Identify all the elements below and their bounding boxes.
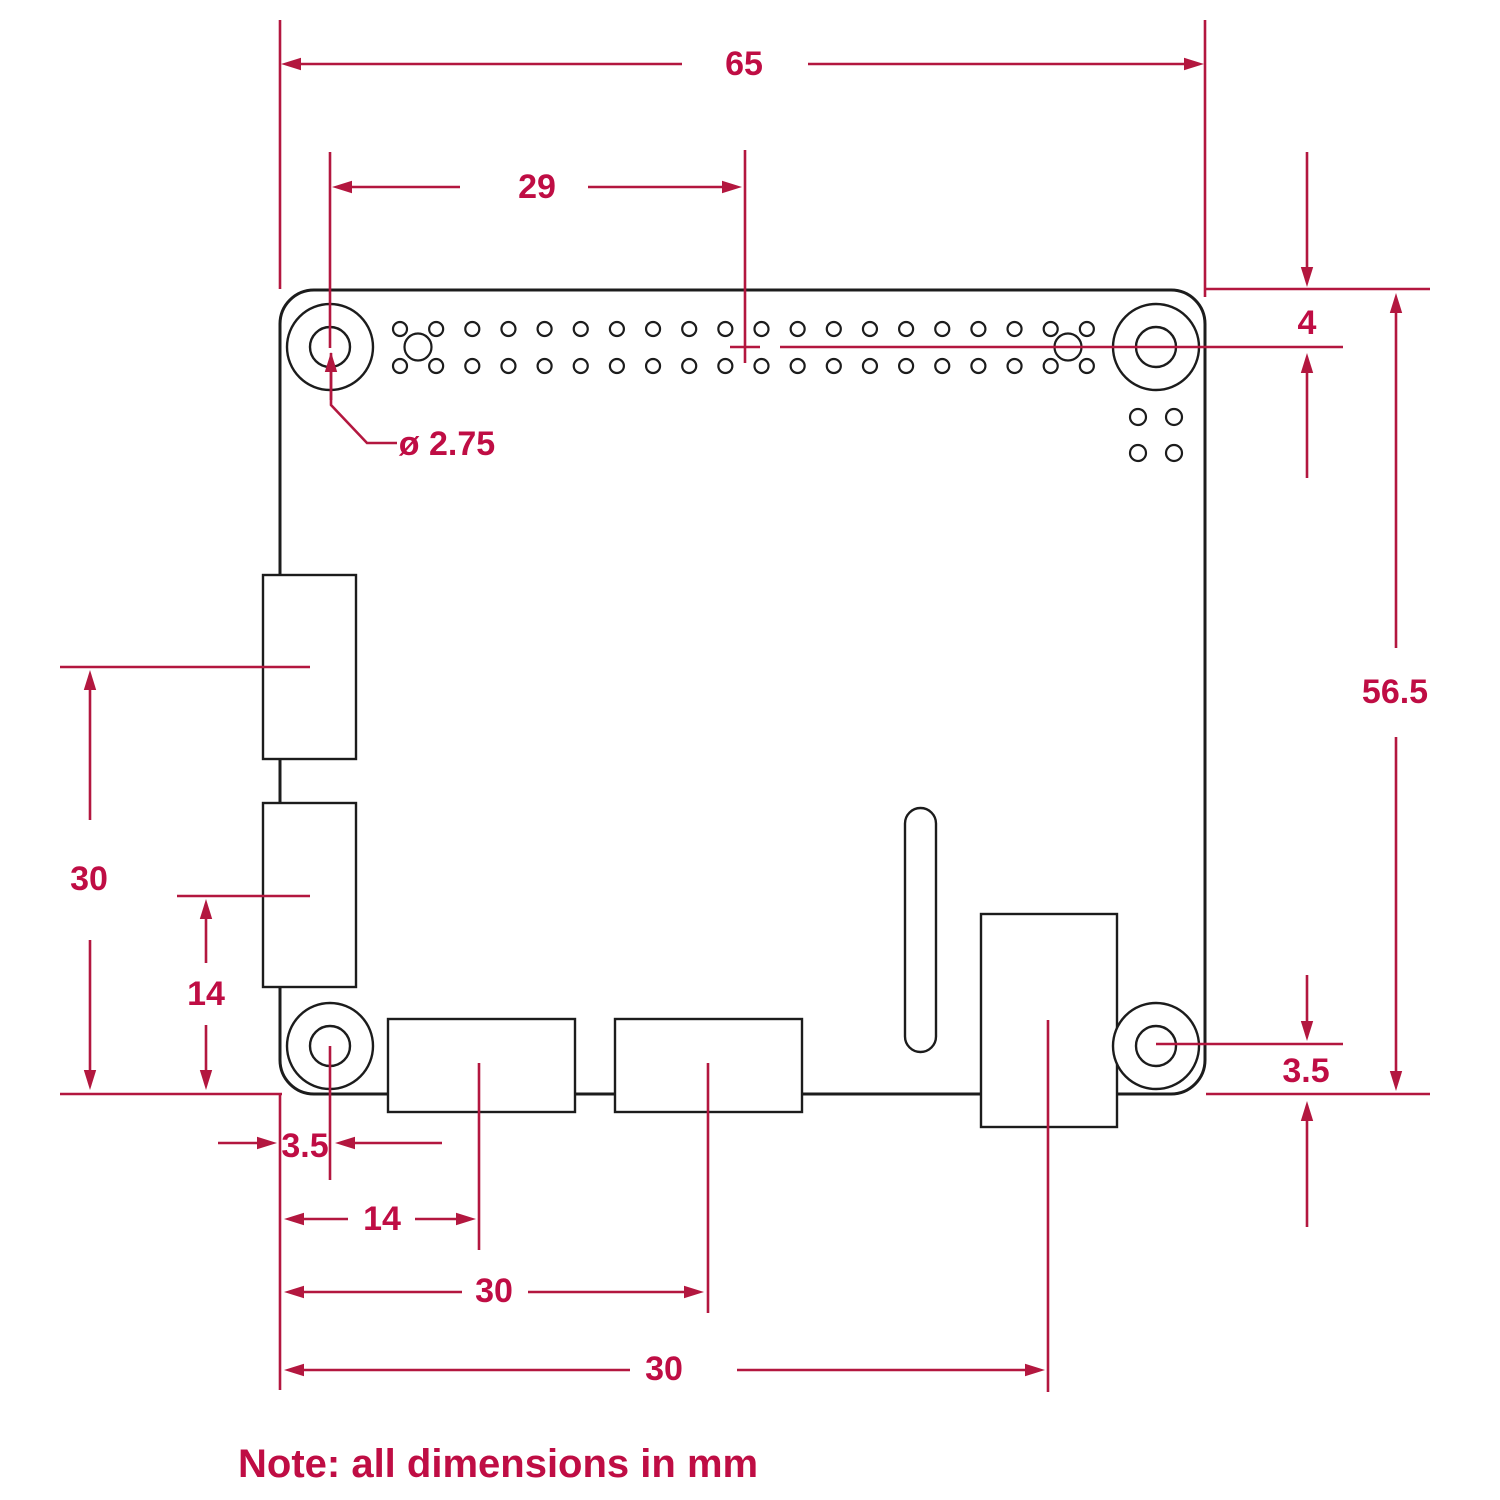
dim-label-left-upper: 30 [70,860,108,898]
pin-hole [500,320,517,338]
large-pin-hole [403,332,433,362]
dimension-arrowhead [456,1212,476,1226]
dim-label-hole-inset-right: 3.5 [1282,1052,1329,1090]
dim-label-board-width: 65 [725,45,763,83]
pin-hole [428,357,445,375]
dim-label-left-lower: 14 [187,975,225,1013]
pin-hole [825,320,842,338]
dimension-arrowhead [83,670,97,690]
dimension-arrowhead [284,1285,304,1299]
pin-hole [500,357,517,375]
pin-hole [536,357,553,375]
pin-hole [825,357,842,375]
pin-hole [1006,320,1023,338]
pin-hole [391,320,409,338]
pin-hole [753,357,770,375]
pin-hole [572,357,589,375]
pin-hole [717,320,734,338]
dimension-arrowhead [1300,353,1314,373]
dimension-arrowhead [684,1285,704,1299]
dim-label-hole-inset-left: 3.5 [281,1127,328,1165]
dim-label-bottom-2: 30 [475,1272,513,1310]
pin-hole [789,357,806,375]
board-outline-layer [261,288,1207,1129]
dim-label-hole-diameter: ø 2.75 [399,425,495,463]
pin-hole [644,320,662,338]
dimension-arrowhead [1300,1021,1314,1041]
aux-hole [1128,443,1148,463]
pin-hole [1078,320,1095,338]
pin-hole [753,320,770,338]
pin-hole [464,357,481,375]
pin-hole [897,357,915,375]
pin-hole [970,357,987,375]
pin-hole [572,320,589,338]
bottom-connector-1 [386,1017,577,1114]
dimension-arrowhead [1300,267,1314,287]
aux-hole [1164,443,1184,463]
dimension-arrowhead [1184,57,1204,71]
pin-hole [608,320,626,338]
pin-hole [861,357,879,375]
aux-hole [1164,407,1184,427]
dim-label-board-height: 56.5 [1362,673,1428,711]
pin-hole [934,357,951,375]
dimension-arrowhead [324,352,338,372]
dim-label-hole-span: 29 [518,168,556,206]
dimension-arrowhead [1389,1071,1403,1091]
dimension-arrowhead [284,1363,304,1377]
pin-hole [681,357,698,375]
pin-hole [934,320,951,338]
pin-hole [464,320,481,338]
pin-hole [861,320,879,338]
dimension-lines-layer [60,20,1430,1392]
dimension-arrowhead [199,1070,213,1090]
pin-hole [717,357,734,375]
pin-hole [970,320,987,338]
pin-hole [536,320,553,338]
dim-label-bottom-3: 30 [645,1350,683,1388]
pin-hole [1006,357,1023,375]
dimension-arrowhead [332,180,352,194]
dimension-arrowhead [281,57,301,71]
note-text: Note: all dimensions in mm [238,1442,758,1486]
pin-hole [1042,320,1059,338]
dim-label-bottom-1: 14 [363,1200,401,1238]
dimension-arrowhead [83,1070,97,1090]
pin-hole [1078,357,1095,375]
dimension-arrowhead [199,899,213,919]
pin-hole [789,320,806,338]
dim-label-pin-row-offset: 4 [1298,304,1317,342]
pin-hole [608,357,626,375]
pin-hole [681,320,698,338]
dimension-arrowhead [257,1136,277,1150]
dimension-arrowhead [722,180,742,194]
dimension-arrowhead [1300,1101,1314,1121]
pin-hole [391,357,409,375]
dimension-arrowhead [1025,1363,1045,1377]
pin-hole [897,320,915,338]
pin-hole [1042,357,1059,375]
aux-hole [1128,407,1148,427]
pin-hole [428,320,445,338]
pin-hole [644,357,662,375]
board-slot [903,806,938,1054]
dimension-arrowhead [1389,293,1403,313]
mounting-hole [1134,1024,1178,1068]
dimension-arrowhead [335,1136,355,1150]
dimension-arrowhead [284,1212,304,1226]
